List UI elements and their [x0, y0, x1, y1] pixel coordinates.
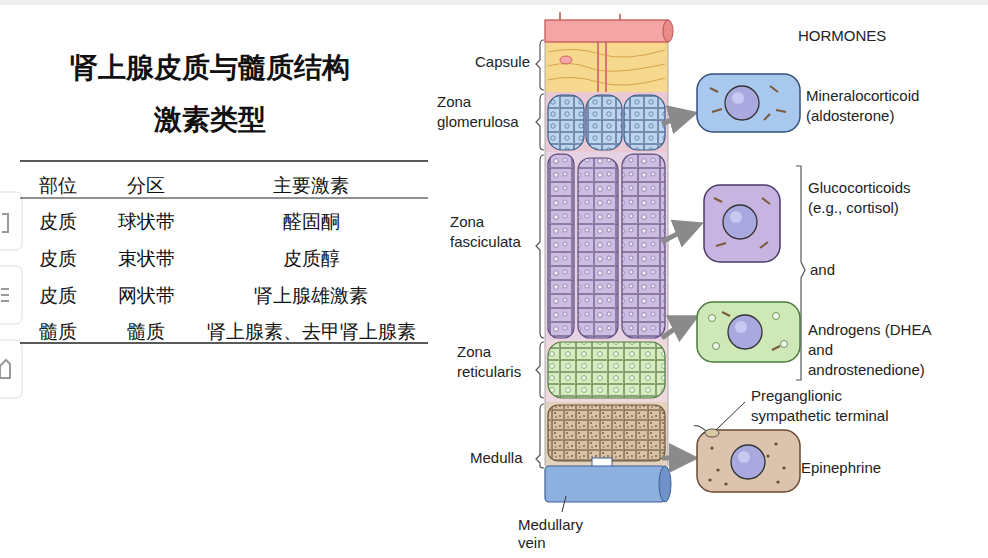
zone-label: Zona reticularis [457, 342, 535, 382]
column-heading: HORMONES [798, 26, 928, 46]
hormone-label: Epinephrine [801, 458, 921, 478]
table-header: 主要激素 [192, 174, 430, 198]
zone-label: Medulla [470, 448, 534, 468]
table-header: 部位 [28, 174, 88, 198]
secretory-cells [694, 74, 800, 492]
hormone-label: Glucocorticoids (e.g., cortisol) [808, 178, 943, 218]
table-cell: 皮质 [28, 210, 88, 234]
table-cell: 皮质 [28, 284, 88, 308]
hormone-label: Mineralocorticoid (aldosterone) [806, 86, 956, 126]
table-rules [20, 161, 428, 343]
table-cell: 肾上腺雄激素 [192, 284, 430, 308]
zone-label: Capsule [450, 52, 530, 72]
table-cell: 束状带 [106, 247, 186, 271]
table-cell: 髓质 [106, 320, 186, 344]
zone-label: Zona fasciculata [450, 212, 535, 252]
zone-arrows [662, 116, 690, 458]
adrenal-section [545, 12, 673, 512]
nerve-label: Preganglionic sympathetic terminal [751, 386, 911, 426]
hormone-label: and [810, 260, 850, 280]
vessel-label: Medullary vein [518, 516, 598, 552]
title-heading: 肾上腺皮质与髓质结构 激素类型 [60, 42, 360, 146]
table-cell: 肾上腺素、去甲肾上腺素 [192, 320, 430, 344]
hormone-label: Androgens (DHEA and androstenedione) [808, 320, 938, 380]
table-cell: 皮质醇 [192, 247, 430, 271]
table-cell: 球状带 [106, 210, 186, 234]
sidebar-tabs [0, 192, 22, 398]
table-cell: 髓质 [28, 320, 88, 344]
zone-label: Zona glomerulosa [437, 92, 532, 132]
table-cell: 醛固酮 [192, 210, 430, 234]
table-cell: 皮质 [28, 247, 88, 271]
table-header: 分区 [106, 174, 186, 198]
table-cell: 网状带 [106, 284, 186, 308]
zone-brackets [536, 40, 544, 468]
